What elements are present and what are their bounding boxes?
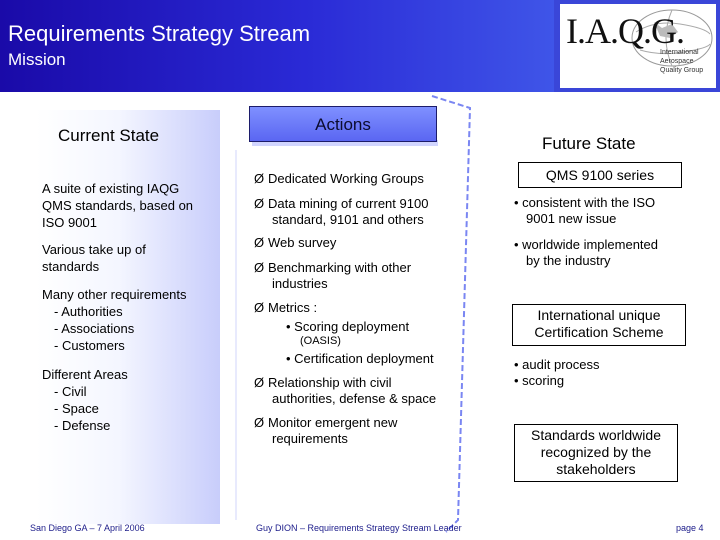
text-line: International unique (537, 307, 661, 323)
text-line: Different Areas (42, 367, 128, 382)
actions-shadow (252, 140, 438, 146)
text-line: - Space (54, 401, 99, 416)
text-line: Data mining of current 9100 (268, 196, 429, 211)
arrow-bullet-icon: Ø (254, 235, 265, 250)
text-line: requirements (272, 431, 348, 446)
text-line: Dedicated Working Groups (268, 171, 424, 186)
text-line: Metrics : (268, 300, 318, 315)
text-line: standard, 9101 and others (272, 212, 424, 227)
actions-heading: Actions (315, 115, 371, 134)
text-line: Many other requirements (42, 287, 187, 302)
text-line: Relationship with civil (268, 375, 392, 390)
title-banner: Requirements Strategy Stream Mission (0, 0, 554, 92)
text-line: 9001 new issue (526, 211, 617, 226)
text-line: Benchmarking with other (268, 260, 412, 275)
logo-letters: I.A.Q.G. (566, 11, 685, 51)
text-line: - Authorities (54, 304, 123, 319)
qms-series-box: QMS 9100 series (518, 162, 682, 188)
page-subtitle: Mission (8, 50, 66, 69)
arrow-bullet-icon: Ø (254, 300, 265, 315)
actions-header-box: Actions (249, 106, 437, 142)
text-line: stakeholders (556, 461, 636, 477)
metrics-sub-item: • Scoring deployment (286, 319, 410, 334)
future-item: • consistent with the ISO 9001 new issue (514, 195, 655, 227)
footer-page-number: page 4 (676, 523, 704, 533)
text-line: - Defense (54, 418, 111, 433)
logo-tagline-line: Quality Group (660, 67, 704, 74)
text-line: • worldwide implemented (514, 237, 659, 252)
text-line: industries (272, 276, 328, 291)
text-line: - Associations (54, 321, 135, 336)
text-line: Various take up of (42, 242, 146, 257)
text-line: - Civil (54, 384, 87, 399)
future-state-heading: Future State (542, 134, 636, 153)
current-state-block: Many other requirements - Authorities - … (42, 286, 187, 354)
text-line: by the industry (526, 253, 611, 268)
arrow-bullet-icon: Ø (254, 415, 265, 430)
text-line: recognized by the (540, 444, 652, 460)
metrics-sub-item: • Certification deployment (286, 351, 434, 366)
text-line: standards (42, 259, 100, 274)
text-line: • consistent with the ISO (514, 195, 656, 210)
logo-tagline-line: International Aerospace (660, 49, 699, 65)
text-line: ISO 9001 (42, 215, 97, 230)
current-state-block: Various take up of standards (42, 241, 146, 275)
current-state-panel: Current State A suite of existing IAQG Q… (36, 110, 220, 524)
text-line: authorities, defense & space (272, 391, 437, 406)
arrow-bullet-icon: Ø (254, 260, 265, 275)
future-item: • audit process • scoring (514, 357, 599, 389)
arrow-bullet-icon: Ø (254, 171, 265, 186)
footer-author: Guy DION – Requirements Strategy Stream … (256, 523, 462, 533)
standards-recognized-box: Standards worldwide recognized by the st… (514, 424, 678, 482)
text-line: Certification Scheme (534, 324, 664, 340)
future-item: • worldwide implemented by the industry (514, 237, 658, 269)
current-state-heading: Current State (58, 126, 160, 145)
arrow-bullet-icon: Ø (254, 196, 265, 211)
text-line: - Customers (54, 338, 125, 353)
text-line: QMS standards, based on (42, 198, 194, 213)
logo-tagline: International Aerospace Quality Group (660, 48, 716, 75)
logo-frame: I.A.Q.G. International Aerospace Quality… (554, 0, 720, 92)
text-line: • scoring (514, 373, 565, 388)
certification-scheme-box: International unique Certification Schem… (512, 304, 686, 346)
footer-date: San Diego GA – 7 April 2006 (30, 523, 145, 533)
iaqg-logo: I.A.Q.G. International Aerospace Quality… (560, 4, 716, 88)
text-line: A suite of existing IAQG (42, 181, 180, 196)
metrics-sub-note: (OASIS) (300, 335, 341, 347)
text-line: • audit process (514, 357, 600, 372)
text-line: Standards worldwide (531, 427, 661, 443)
text-line: Monitor emergent new (268, 415, 398, 430)
globe-icon (631, 9, 713, 67)
arrow-bullet-icon: Ø (254, 375, 265, 390)
box-label: QMS 9100 series (545, 167, 655, 183)
current-state-block: Different Areas - Civil - Space - Defens… (42, 366, 128, 434)
page-title: Requirements Strategy Stream (8, 21, 311, 46)
current-state-block: A suite of existing IAQG QMS standards, … (42, 180, 193, 231)
text-line: Web survey (268, 235, 337, 250)
